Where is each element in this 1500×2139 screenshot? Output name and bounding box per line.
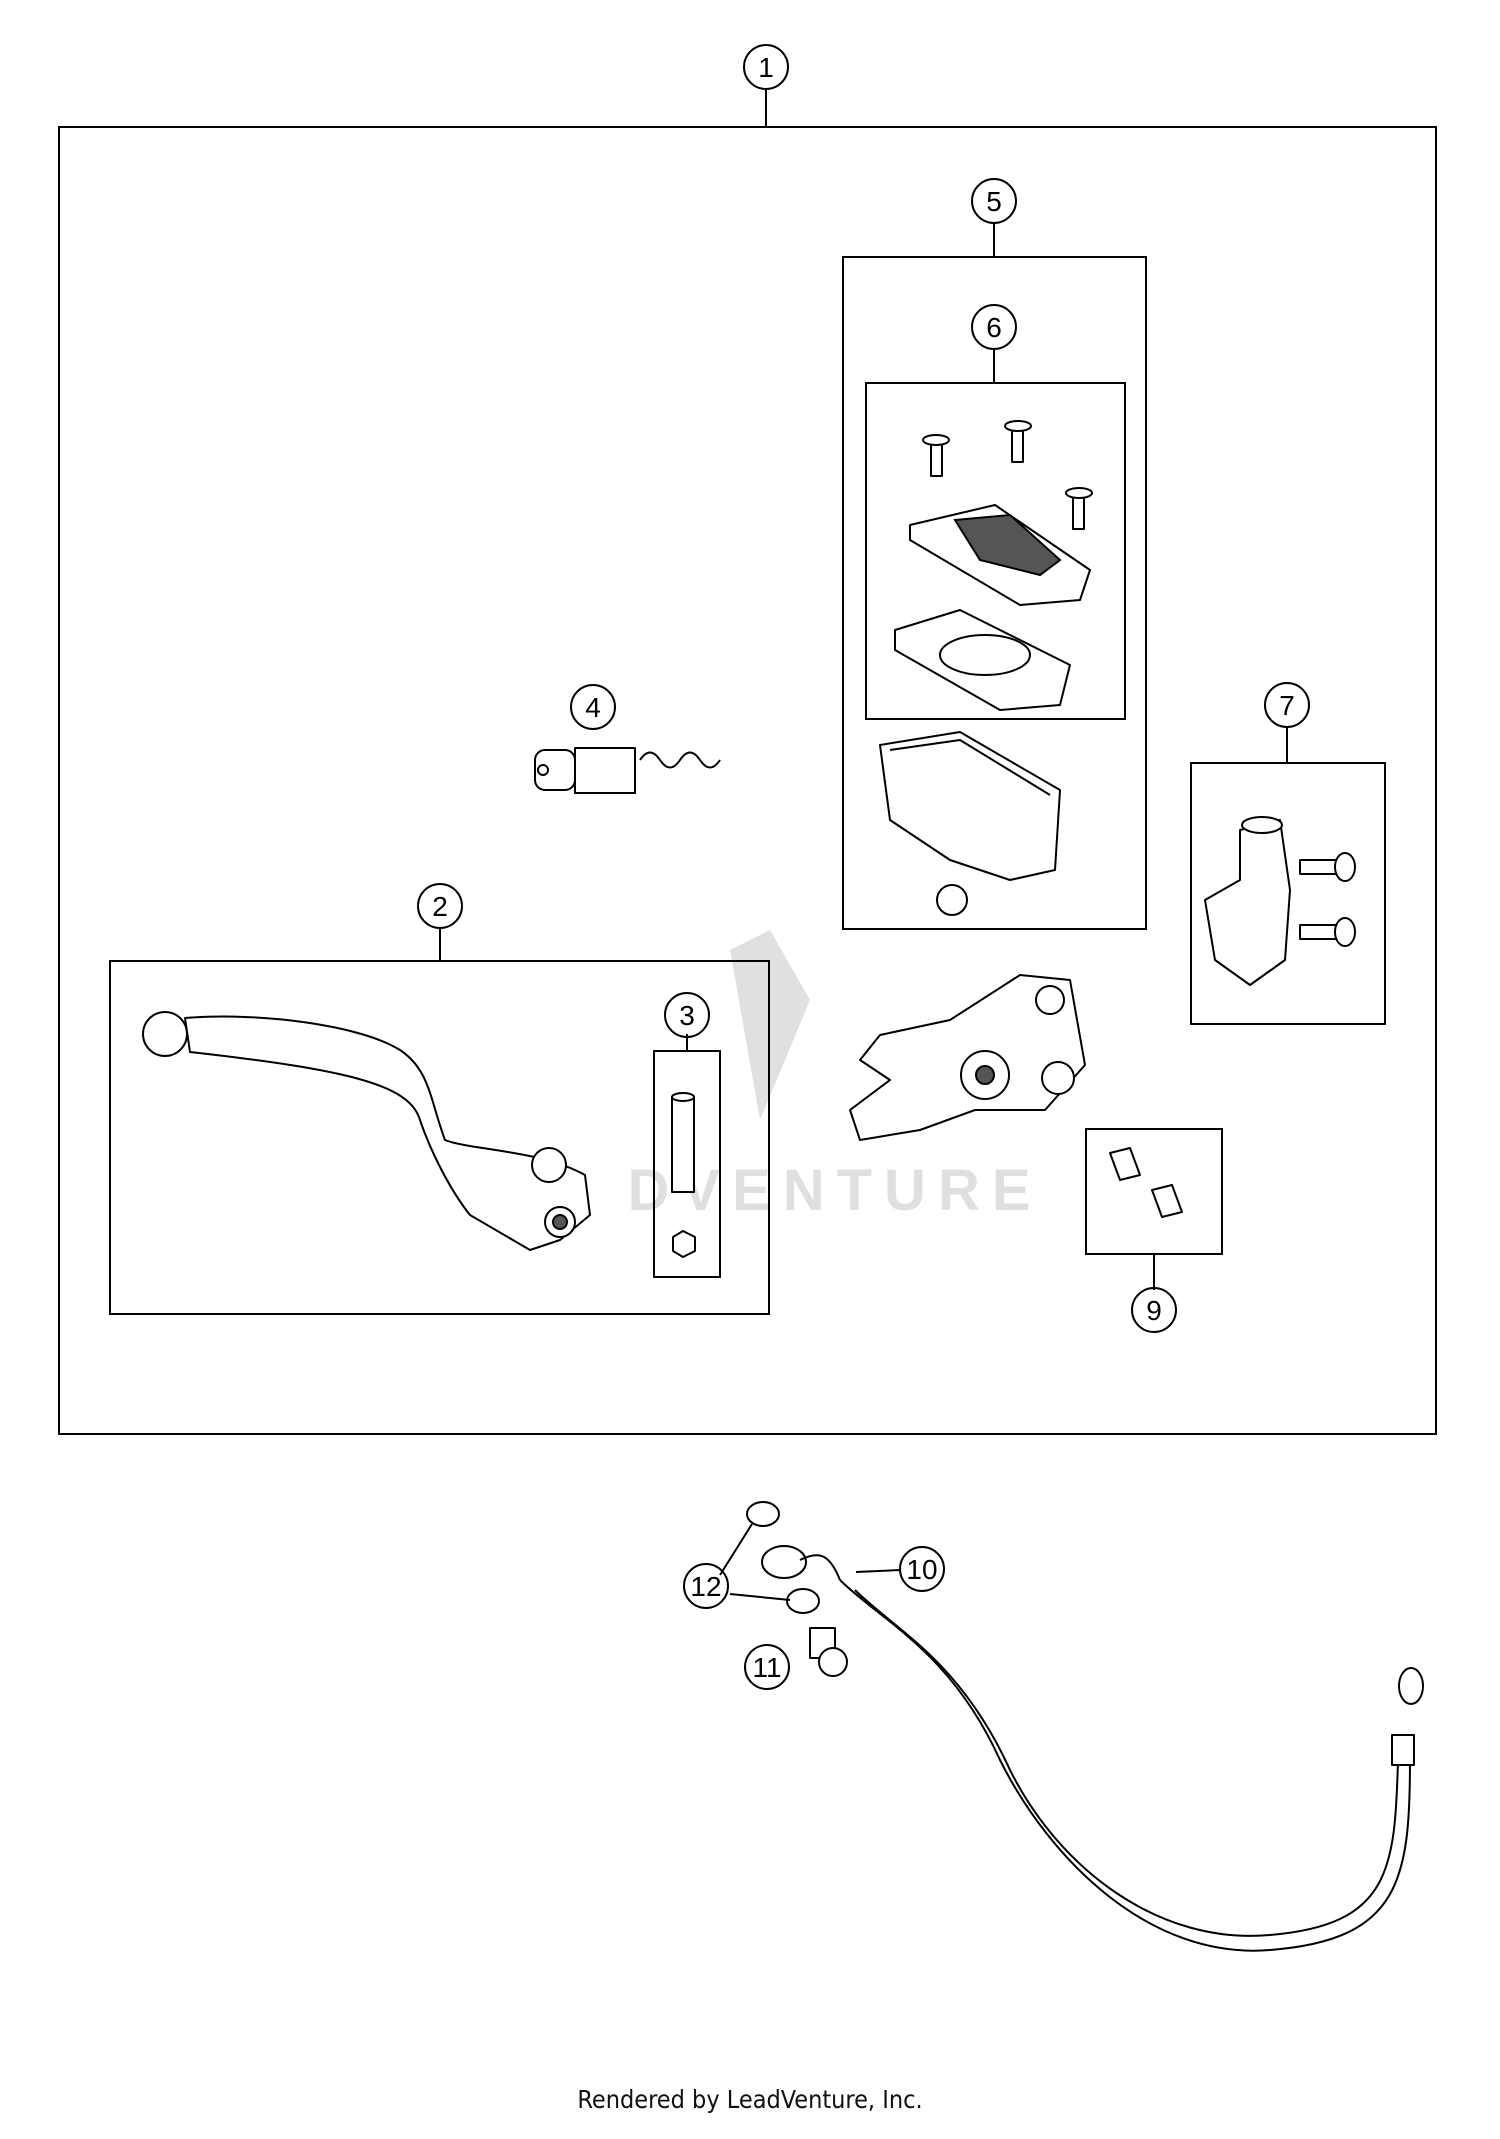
callout-1: 1 [743,44,789,90]
callout-2: 2 [417,883,463,929]
callout-11: 11 [744,1644,790,1690]
svg-text:11: 11 [752,1652,781,1683]
reservoir-body [879,731,1061,916]
svg-text:9: 9 [1146,1295,1162,1326]
footer-credit: Rendered by LeadVenture, Inc. [577,2085,923,2114]
callout-7: 7 [1264,682,1310,728]
lever-pivot-pin [671,1092,696,1258]
svg-text:12: 12 [690,1571,721,1602]
handlebar-clamp [1204,816,1356,986]
screw [922,434,950,477]
svg-text:6: 6 [986,312,1002,343]
screw [1004,420,1032,463]
callout-4: 4 [570,684,616,730]
master-cylinder-body [849,974,1086,1141]
callout-3: 3 [664,992,710,1038]
callout-9: 9 [1131,1287,1177,1333]
assembly-frame-6 [865,382,1126,720]
reservoir-cover-kit [894,420,1093,711]
bleeder-valve [1109,1147,1183,1218]
lever-nut [672,1230,696,1258]
clutch-hose [761,1545,1424,1952]
assembly-frame-1 [58,126,1437,1435]
svg-text:1: 1 [758,52,774,83]
callout-6: 6 [971,304,1017,350]
svg-text:4: 4 [585,692,601,723]
svg-text:3: 3 [679,1000,695,1031]
svg-text:5: 5 [986,186,1002,217]
svg-text:2: 2 [432,891,448,922]
clamp-bolt [1299,852,1356,882]
clamp-bolt [1299,917,1356,947]
banjo-bolt [809,1627,848,1677]
callout-5: 5 [971,178,1017,224]
master-cylinder-piston [534,747,721,794]
screw [1065,487,1093,530]
callout-12: 12 [683,1563,729,1609]
svg-text:10: 10 [906,1554,937,1585]
clutch-lever [142,1011,591,1251]
callout-10: 10 [899,1546,945,1592]
svg-text:7: 7 [1279,690,1295,721]
seal-ring [746,1501,820,1614]
